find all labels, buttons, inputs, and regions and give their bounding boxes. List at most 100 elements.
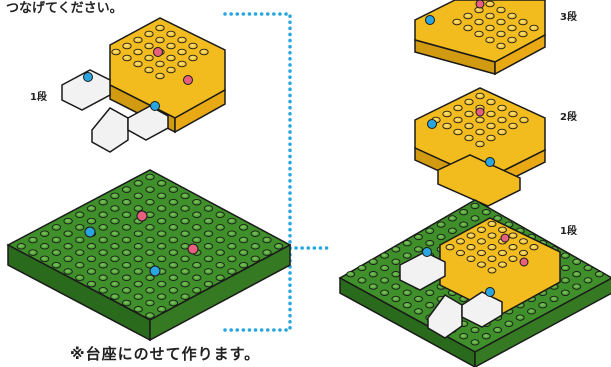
right-layer3-bricks bbox=[414, 0, 546, 76]
stud bbox=[121, 261, 132, 269]
stud bbox=[274, 243, 284, 250]
stud bbox=[145, 224, 155, 231]
stud bbox=[180, 280, 190, 288]
yellow-studs bbox=[452, 0, 539, 50]
pink-stud-marker bbox=[183, 75, 193, 85]
stud bbox=[486, 134, 496, 142]
stud bbox=[157, 230, 167, 237]
stud bbox=[529, 24, 539, 32]
pink-stud-marker bbox=[153, 47, 163, 57]
stud bbox=[459, 221, 469, 228]
stud bbox=[486, 98, 496, 106]
stud bbox=[507, 12, 517, 20]
stud bbox=[456, 238, 465, 245]
stud bbox=[157, 192, 167, 200]
stud bbox=[121, 236, 132, 244]
stud bbox=[75, 211, 85, 219]
stud bbox=[250, 230, 260, 237]
stud bbox=[442, 110, 452, 118]
stud bbox=[357, 264, 367, 272]
stud bbox=[168, 299, 179, 307]
stud bbox=[133, 192, 143, 200]
stud bbox=[227, 230, 237, 237]
stud bbox=[238, 224, 249, 231]
stud bbox=[380, 252, 390, 259]
stud bbox=[98, 224, 108, 231]
stud bbox=[518, 30, 528, 38]
stud bbox=[40, 255, 50, 263]
stud bbox=[203, 280, 214, 288]
stud bbox=[40, 243, 50, 250]
stud bbox=[145, 274, 155, 282]
stud bbox=[121, 299, 132, 307]
stud bbox=[133, 180, 143, 187]
stud bbox=[215, 236, 225, 244]
layer-label-3: 3段 bbox=[560, 12, 577, 23]
stud bbox=[481, 333, 491, 340]
stud bbox=[425, 227, 435, 234]
stud bbox=[157, 255, 167, 263]
stud bbox=[75, 236, 85, 244]
stud bbox=[463, 12, 473, 20]
stud bbox=[63, 255, 73, 263]
stud bbox=[98, 261, 108, 269]
stud bbox=[477, 261, 486, 268]
stud bbox=[498, 261, 507, 268]
stud bbox=[133, 293, 143, 300]
stud bbox=[560, 252, 570, 259]
stud bbox=[145, 198, 155, 206]
stud bbox=[215, 224, 225, 231]
stud bbox=[180, 268, 190, 275]
stud bbox=[121, 274, 132, 282]
stud bbox=[203, 268, 214, 275]
stud bbox=[594, 271, 604, 278]
stud bbox=[203, 243, 214, 250]
stud bbox=[121, 224, 132, 231]
stud bbox=[262, 236, 272, 244]
stud bbox=[180, 293, 190, 300]
layer-label-left-1: 1段 bbox=[30, 92, 47, 103]
stud bbox=[86, 243, 97, 250]
stud bbox=[402, 252, 412, 259]
stud bbox=[98, 198, 108, 206]
pink-stud-marker bbox=[136, 210, 148, 222]
stud bbox=[560, 289, 570, 296]
right-assembled-base bbox=[338, 199, 611, 367]
stud bbox=[470, 326, 480, 334]
stud bbox=[203, 217, 214, 225]
stud bbox=[250, 243, 260, 250]
stud bbox=[474, 30, 484, 38]
stud bbox=[192, 287, 202, 294]
stud bbox=[262, 249, 272, 256]
stud bbox=[177, 48, 187, 56]
stud bbox=[168, 249, 179, 256]
stud bbox=[110, 243, 120, 250]
stud bbox=[459, 333, 469, 340]
stud bbox=[414, 308, 423, 315]
stud bbox=[391, 258, 401, 265]
stud bbox=[133, 60, 143, 68]
stud bbox=[133, 268, 143, 275]
stud bbox=[498, 226, 507, 233]
stud bbox=[459, 209, 469, 216]
stud bbox=[180, 255, 190, 263]
stud bbox=[75, 274, 85, 282]
stud bbox=[155, 60, 165, 68]
stud bbox=[227, 243, 237, 250]
stud bbox=[368, 283, 378, 290]
stud bbox=[98, 236, 108, 244]
stud bbox=[529, 244, 539, 251]
stud bbox=[168, 224, 179, 231]
stud bbox=[477, 226, 486, 233]
stud bbox=[192, 236, 202, 244]
stud bbox=[157, 205, 167, 212]
stud bbox=[145, 299, 155, 307]
stud bbox=[63, 268, 73, 275]
stud bbox=[227, 255, 237, 263]
stud bbox=[402, 302, 412, 309]
stud bbox=[133, 36, 143, 44]
stud bbox=[238, 261, 249, 269]
stud bbox=[133, 306, 143, 313]
stud bbox=[481, 209, 491, 216]
stud bbox=[436, 233, 446, 241]
